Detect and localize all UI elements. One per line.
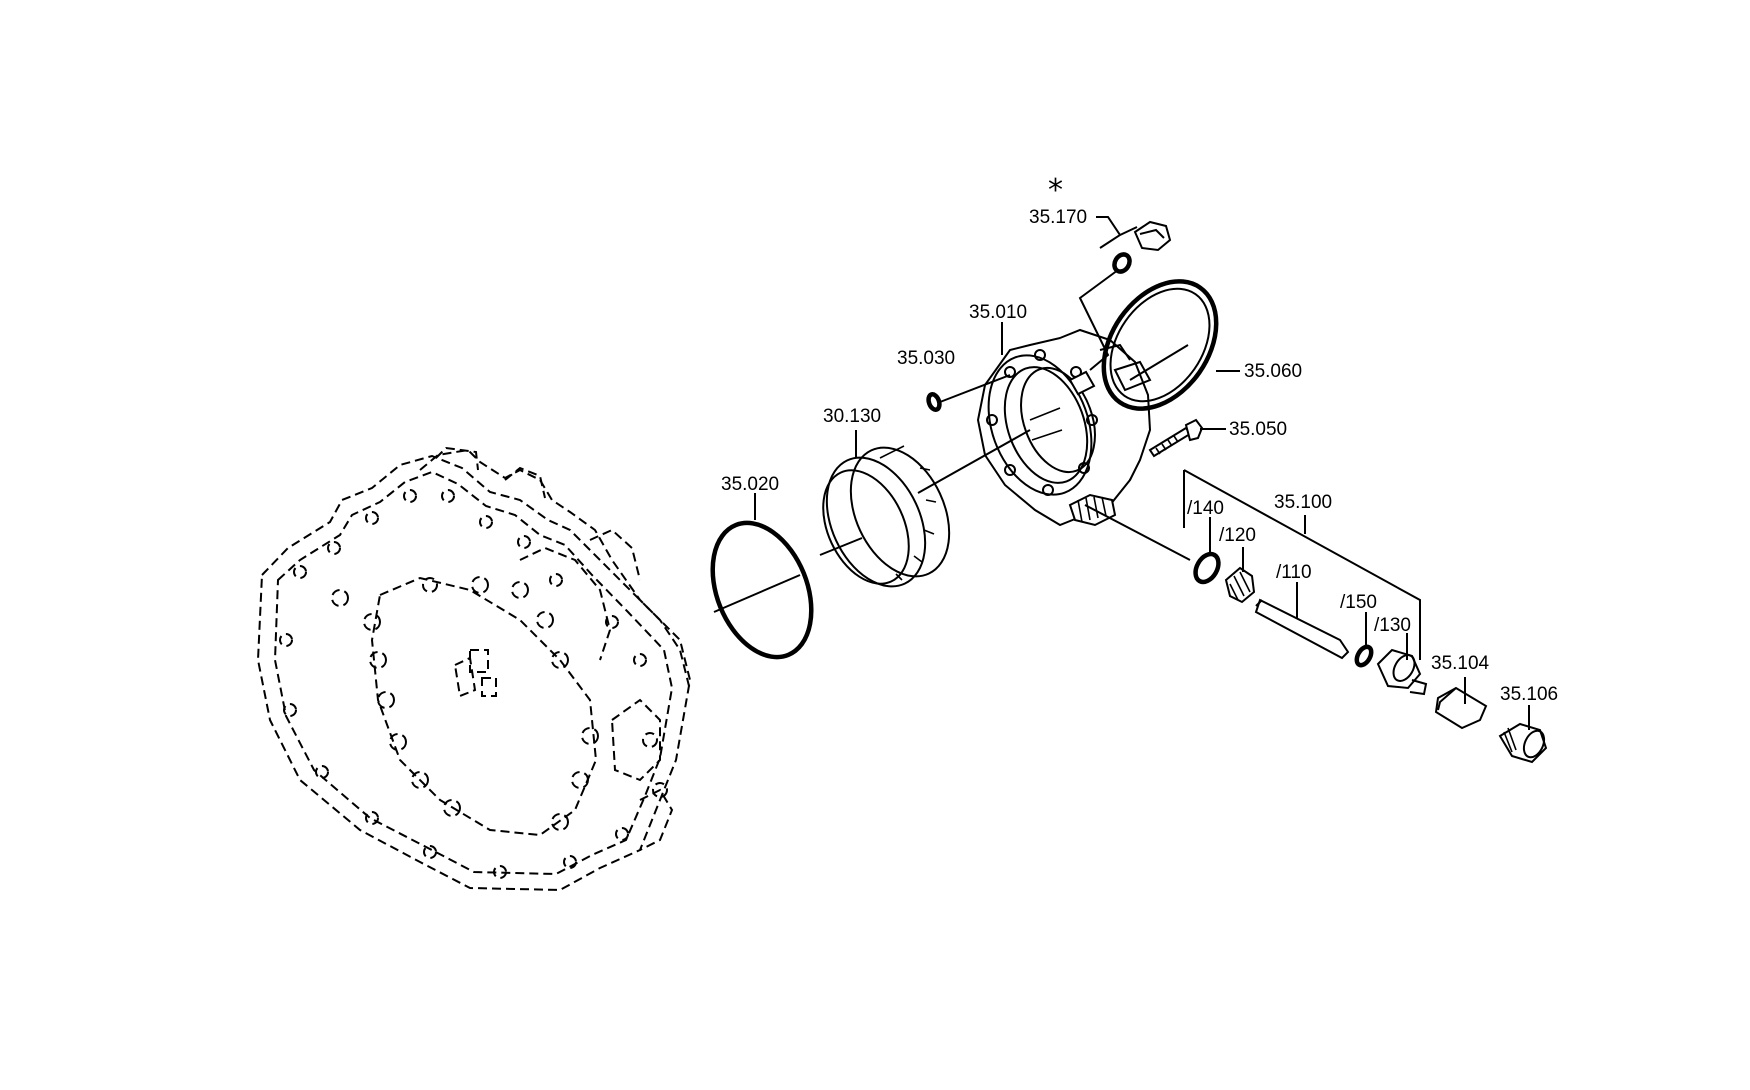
label-35-050: 35.050	[1229, 419, 1287, 440]
label-35-020: 35.020	[721, 474, 779, 495]
label-120: /120	[1219, 525, 1256, 546]
label-35-030: 35.030	[897, 348, 955, 369]
label-35-100: 35.100	[1274, 492, 1332, 513]
label-35-010: 35.010	[969, 302, 1027, 323]
transmission-housing-outline	[256, 446, 692, 892]
gasket-35-060	[1101, 279, 1219, 411]
shaft-110	[1254, 598, 1350, 660]
ring-150	[1354, 644, 1374, 668]
label-150: /150	[1340, 592, 1377, 613]
bolt-35-050	[1148, 418, 1204, 458]
label-35-060: 35.060	[1244, 361, 1302, 382]
pump-housing-35-010	[976, 328, 1152, 527]
o-ring-35-020	[710, 520, 814, 660]
label-35-106: 35.106	[1500, 684, 1558, 705]
label-140: /140	[1187, 498, 1224, 519]
bushing-130	[1376, 648, 1428, 696]
label-110: /110	[1276, 562, 1312, 583]
washer-140	[1193, 551, 1221, 585]
leader-lines	[713, 216, 1530, 730]
seal-ring-30-130	[822, 445, 951, 588]
plug-35-170	[1112, 220, 1172, 274]
marker-asterisk: *	[1048, 173, 1063, 208]
label-35-104: 35.104	[1431, 653, 1490, 674]
label-30-130: 30.130	[823, 406, 881, 427]
label-130: /130	[1374, 615, 1411, 636]
small-o-ring-35-030	[926, 392, 942, 412]
sensor-35-104	[1434, 686, 1488, 730]
label-35-170: 35.170	[1029, 207, 1087, 228]
plug-35-106	[1498, 722, 1548, 764]
gear-120	[1224, 566, 1256, 604]
